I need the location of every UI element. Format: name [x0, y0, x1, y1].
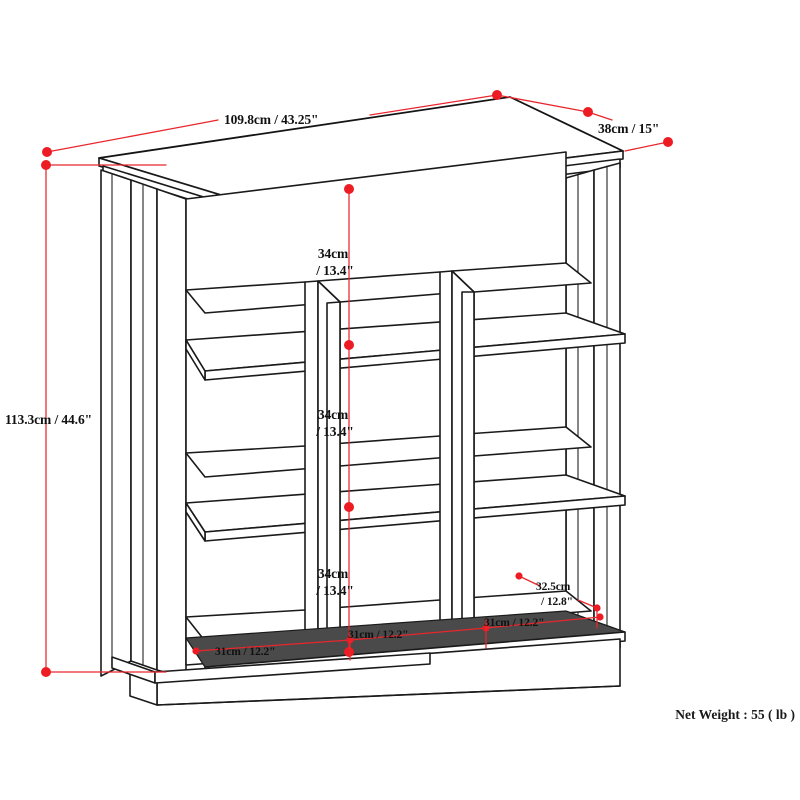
cube-height-middle-label-line1: 34cm	[318, 407, 349, 422]
right-side-panel	[565, 162, 621, 667]
height-dot-bottom	[41, 667, 51, 677]
width-dot-left	[42, 147, 52, 157]
dimension-cube-width-left: 31cm / 12.2"	[192, 636, 354, 661]
base-kick-front	[154, 652, 431, 684]
bookcase-illustration	[98, 96, 626, 706]
cube-height-dot-shelf2	[344, 502, 354, 512]
width-leader-right	[369, 94, 498, 116]
cube-width-left-line	[195, 639, 351, 652]
height-label: 113.3cm / 44.6"	[5, 412, 92, 427]
cube-height-bottom-label-line1: 34cm	[318, 566, 349, 581]
height-dot-top	[41, 160, 51, 170]
dimension-overall-depth: 38cm / 15"	[496, 94, 673, 152]
base-plinth	[111, 610, 626, 706]
cube-height-bottom-label-line2: / 13.4"	[315, 583, 354, 598]
depth-leader-back	[496, 94, 589, 113]
cube-depth-label-line2: / 12.8"	[540, 596, 573, 608]
left-panel-front	[130, 179, 158, 671]
cube-depth-label-line1: 32.5cm	[536, 581, 571, 593]
back-panel	[185, 151, 567, 666]
depth-dot-front	[663, 137, 673, 147]
divider-2-front	[461, 291, 475, 644]
cube-width-center-line	[349, 627, 487, 641]
cube-height-middle-label-line2: / 13.4"	[315, 424, 354, 439]
shelf-lower-left	[185, 339, 206, 381]
dimension-cube-depth: 32.5cm / 12.8"	[515, 572, 601, 629]
divider-1-front	[326, 301, 341, 654]
cube-width-right-line	[485, 616, 601, 629]
cube-floors	[185, 262, 592, 642]
cube-depth-leader-back	[518, 575, 541, 587]
cube-width-left-dot-start	[192, 647, 200, 655]
left-panel-inner	[156, 188, 187, 679]
divider-1-back	[304, 280, 319, 634]
cube-width-right-dot-end	[596, 613, 604, 621]
divider-2-back	[439, 270, 453, 624]
left-panel-outer	[100, 169, 132, 677]
shelf-upper-left	[185, 502, 206, 542]
left-side-panel	[100, 169, 187, 679]
cube-depth-dot-back	[515, 572, 523, 580]
cube-width-left-label: 31cm / 12.2"	[215, 646, 275, 658]
width-label: 109.8cm / 43.25"	[224, 112, 318, 127]
width-leader-left	[46, 119, 219, 153]
dimension-cube-heights: 34cm / 13.4" 34cm / 13.4" 34cm / 13.4"	[315, 184, 354, 657]
cube-height-dot-bottom	[344, 647, 354, 657]
cube-height-top-label-line1: 34cm	[318, 246, 349, 261]
depth-leader-front	[624, 141, 669, 152]
base-bottom-line	[156, 685, 621, 706]
vertical-dividers	[304, 270, 475, 654]
net-weight-label: Net Weight : 55 ( lb )	[675, 707, 795, 722]
dimension-overall-width: 109.8cm / 43.25"	[42, 90, 502, 157]
depth-label: 38cm / 15"	[598, 121, 659, 136]
cube-height-top-label-line2: / 13.4"	[315, 263, 354, 278]
dimension-cube-width-right: 31cm / 12.2"	[484, 613, 604, 629]
cube-height-dot-top	[344, 184, 354, 194]
dimension-cube-width-center: 31cm / 12.2"	[348, 619, 490, 649]
cube-width-right-label: 31cm / 12.2"	[484, 617, 544, 629]
depth-dot-back	[583, 107, 593, 117]
dimension-overall-height: 113.3cm / 44.6"	[5, 160, 167, 677]
cube-width-center-label: 31cm / 12.2"	[348, 629, 408, 641]
back-wall	[185, 151, 567, 666]
cube-height-dot-shelf1	[344, 340, 354, 350]
